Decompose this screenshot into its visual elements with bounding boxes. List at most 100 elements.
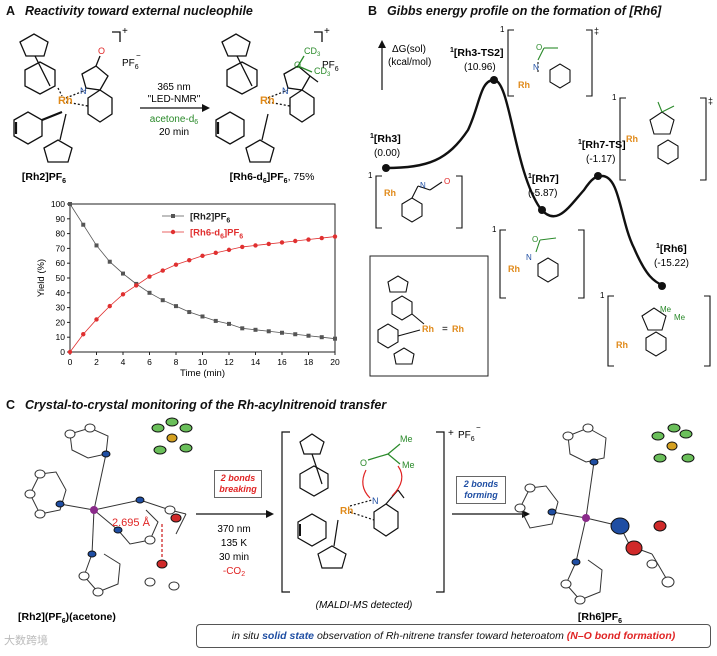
x-tick-label: 6 — [147, 357, 152, 367]
rh7-n-label: N — [526, 253, 532, 262]
footer-part-4: (N–O bond formation) — [566, 630, 676, 642]
middle-me-1: Me — [400, 434, 413, 444]
transfer-arrow-1-head — [266, 510, 274, 518]
reactant-label: [Rh2]PF6 — [22, 171, 66, 185]
rh7-ts-rh-label: Rh — [626, 134, 638, 144]
legend-label-2: [Rh6-d6]PF6 — [190, 228, 243, 241]
structure-rh7 — [499, 229, 585, 299]
rh-definition-box — [369, 255, 489, 377]
condition-time: 30 min — [219, 552, 249, 563]
product-cd3-right: CD3 — [314, 66, 331, 78]
y-tick-label: 10 — [56, 332, 66, 342]
value-rh7-ts: (-1.17) — [586, 154, 615, 165]
middle-me-2: Me — [402, 460, 415, 470]
watermark: 大数跨境 — [4, 635, 48, 647]
x-tick-label: 10 — [198, 357, 208, 367]
product-cd3-groups — [297, 55, 313, 73]
point-rh7 — [538, 206, 546, 214]
series-1-point — [213, 318, 218, 323]
value-rh6: (-15.22) — [654, 258, 689, 269]
value-rh7: (-5.87) — [528, 188, 557, 199]
series-1-point — [306, 333, 311, 338]
x-tick-label: 2 — [94, 357, 99, 367]
x-tick-label: 8 — [174, 357, 179, 367]
reactant-counterion-sup: − — [136, 51, 141, 60]
series-2-point — [160, 268, 165, 273]
right-pf6 — [651, 423, 695, 463]
x-tick-label: 18 — [304, 357, 314, 367]
badge-bonds-forming: 2 bonds forming — [456, 476, 506, 504]
y-tick-label: 0 — [60, 347, 65, 357]
rh-definition-rh-abbrev: Rh — [452, 324, 464, 334]
y-tick-label: 40 — [56, 288, 66, 298]
series-1-point — [187, 310, 192, 315]
structure-rh3 — [375, 175, 463, 229]
mult-rh3: 1 — [368, 171, 373, 180]
left-crystal-label: [Rh2](PF6)(acetone) — [18, 611, 116, 625]
series-2-point — [253, 243, 258, 248]
y-tick-label: 30 — [56, 303, 66, 313]
x-tick-label: 0 — [68, 357, 73, 367]
product-cd3-top: CD3 — [304, 46, 321, 58]
label-rh6: 1[Rh6] — [656, 243, 687, 255]
product-label: [Rh6-d6]PF6, 75% — [230, 171, 315, 185]
series-2-point — [94, 317, 99, 322]
energy-axis-head — [378, 40, 386, 48]
product-structure — [215, 31, 323, 163]
footer-part-3: observation of Rh-nitrene transfer towar… — [314, 630, 567, 642]
middle-acetone — [367, 443, 401, 465]
energy-profile: ΔG(sol) (kcal/mol) 1[Rh3] (0.00) 1[Rh3-T… — [368, 25, 713, 377]
series-1-point — [121, 271, 125, 276]
panel-a-title-text: Reactivity toward external nucleophile — [25, 4, 253, 18]
series-1-point — [68, 202, 72, 206]
chart-legend: [Rh2]PF6[Rh6-d6]PF6 — [162, 212, 243, 241]
rh3-ts2-n-label: N — [533, 63, 539, 72]
reactant-o-label: O — [98, 46, 105, 56]
rh6-me-1: Me — [660, 305, 672, 314]
legend-marker-1 — [171, 214, 175, 218]
rh-definition-equals: = — [442, 324, 448, 335]
structure-rh3-ts2 — [507, 29, 593, 97]
mult-rh7-ts: 1 — [612, 93, 617, 102]
rh6-rh-label: Rh — [616, 340, 628, 350]
rh3-n-label: N — [420, 181, 426, 190]
panel-a-letter: A — [6, 4, 16, 18]
x-axis-label: Time (min) — [180, 368, 225, 379]
product-rh-label: Rh — [260, 95, 275, 107]
series-2-point — [200, 253, 205, 258]
rh7-rh-label: Rh — [508, 264, 520, 274]
label-rh3: 1[Rh3] — [370, 133, 401, 145]
left-crystal-atoms — [24, 423, 182, 597]
series-1-point — [319, 335, 324, 340]
x-tick-label: 4 — [121, 357, 126, 367]
point-rh3-ts2 — [490, 76, 498, 84]
energy-axis-label-1: ΔG(sol) — [392, 44, 426, 55]
right-crystal-atoms — [514, 423, 675, 605]
series-2-point — [134, 283, 139, 288]
electron-arrow-2 — [391, 465, 403, 497]
series-2-point — [226, 247, 232, 253]
x-tick-label: 14 — [251, 357, 261, 367]
series-1-point — [200, 314, 205, 319]
middle-charge: + — [448, 428, 454, 439]
series-2-point — [187, 258, 192, 263]
mult-rh7: 1 — [492, 225, 497, 234]
series-2-point — [306, 237, 311, 242]
energy-axis-label-2: (kcal/mol) — [388, 57, 431, 68]
middle-counterion: PF6 — [458, 430, 475, 443]
reaction-arrow-head — [202, 104, 210, 112]
reactant-structure — [13, 31, 121, 163]
chart-plot-frame — [69, 203, 336, 353]
y-tick-label: 20 — [56, 317, 66, 327]
rh3-rh-label: Rh — [384, 188, 396, 198]
series-2-point — [213, 250, 218, 256]
x-tick-label: 20 — [330, 357, 340, 367]
footer-part-1: in situ — [231, 630, 263, 642]
legend-marker-2 — [170, 229, 176, 235]
series-1-point — [174, 304, 178, 309]
value-rh3: (0.00) — [374, 148, 400, 159]
series-2-point — [240, 244, 245, 250]
